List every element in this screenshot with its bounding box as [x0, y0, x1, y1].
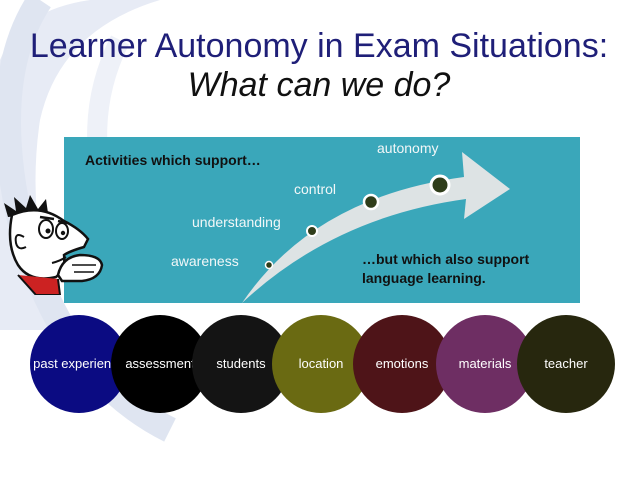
- progress-arrow: [242, 152, 510, 303]
- stage-awareness: awareness: [171, 253, 239, 269]
- stage-dot-awareness: [264, 260, 274, 270]
- stage-dot-control: [362, 193, 380, 211]
- circle-teacher: teacher: [517, 315, 615, 413]
- thinking-face-icon: [4, 195, 104, 295]
- activities-heading: Activities which support…: [85, 152, 261, 168]
- stage-understanding: understanding: [192, 214, 281, 230]
- circle-assessment: assessment: [111, 315, 209, 413]
- page-subtitle: What can we do?: [187, 66, 451, 104]
- language-learning-heading: …but which also support language learnin…: [362, 251, 530, 286]
- activities-panel: Activities which support… …but which als…: [64, 137, 580, 303]
- stage-autonomy: autonomy: [377, 140, 439, 156]
- stage-dot-understanding: [306, 225, 318, 237]
- circle-emotions: emotions: [353, 315, 451, 413]
- stage-dot-autonomy: [429, 174, 451, 196]
- page-title: Learner Autonomy in Exam Situations:: [29, 27, 609, 65]
- stage-control: control: [294, 181, 337, 197]
